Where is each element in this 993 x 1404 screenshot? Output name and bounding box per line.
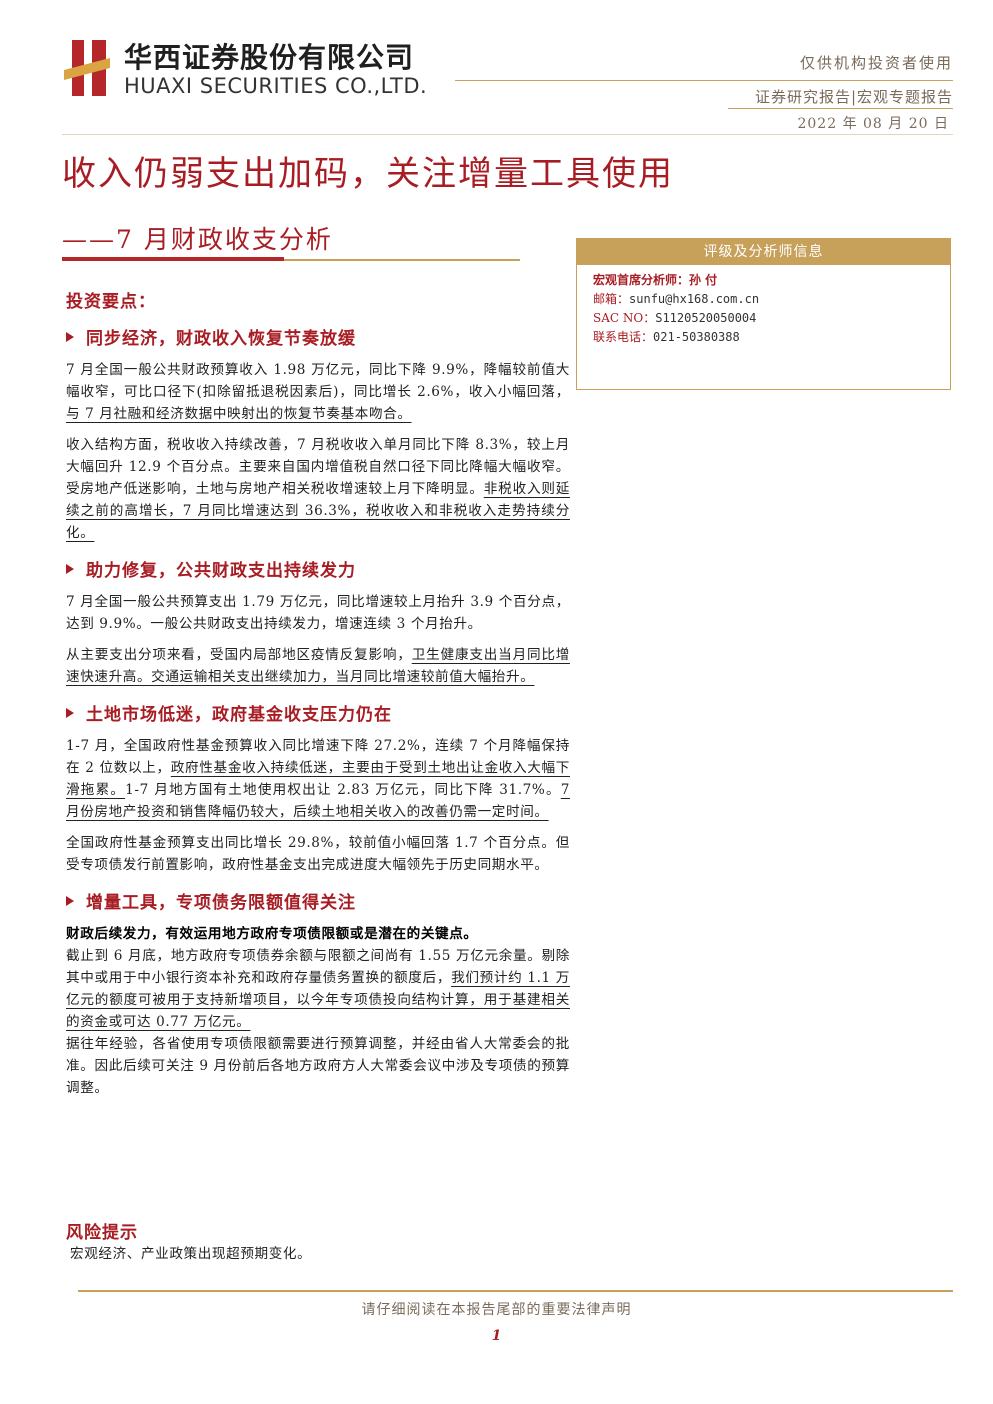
paragraph-highlight: 非税收入则延续之前的高增长，7 月同比增速达到 36.3%，税收收入和非税收入走… bbox=[66, 481, 570, 541]
risk-heading: 风险提示 bbox=[66, 1223, 138, 1243]
paragraph: 截止到 6 月底，地方政府专项债券余额与限额之间尚有 1.55 万亿元余量。剔除… bbox=[66, 945, 570, 1033]
paragraph-highlight: 卫生健康支出当月同比增速快速升高。交通运输相关支出继续加力，当月同比增速较前值大… bbox=[66, 647, 570, 685]
footer-divider bbox=[78, 1290, 953, 1292]
paragraph-bold-lead: 财政后续发力，有效运用地方政府专项债限额或是潜在的关键点。 bbox=[66, 926, 478, 942]
header-bottom-line bbox=[62, 134, 953, 135]
paragraph-text: 1-7 月，全国政府性基金预算收入同比增速下降 27.2%，连续 7 个月降幅保… bbox=[66, 738, 570, 776]
paragraph-text: 截止到 6 月底，地方政府专项债券余额与限额之间尚有 1.55 万亿元余量。剔除… bbox=[66, 948, 570, 986]
header-divider-2 bbox=[728, 108, 953, 109]
paragraph-text: 从主要支出分项来看，受国内局部地区疫情反复影响， bbox=[66, 647, 412, 663]
company-name-cn: 华西证券股份有限公司 bbox=[124, 41, 415, 74]
section-heading: 土地市场低迷，政府基金收支压力仍在 bbox=[66, 700, 570, 725]
report-subtitle: ——7 月财政收支分析 bbox=[62, 225, 333, 254]
paragraph-text: 1-7 月地方国有土地使用权出让 2.83 万亿元，同比下降 31.7%。 bbox=[125, 782, 561, 798]
section-heading-text: 增量工具，专项债务限额值得关注 bbox=[86, 893, 356, 913]
report-title: 收入仍弱支出加码，关注增量工具使用 bbox=[62, 154, 674, 194]
paragraph-lead: 财政后续发力，有效运用地方政府专项债限额或是潜在的关键点。 bbox=[66, 923, 570, 945]
report-date: 2022 年 08 月 20 日 bbox=[797, 116, 949, 132]
page-number: 1 bbox=[491, 1328, 502, 1344]
paragraph-highlight: 与 7 月社融和经济数据中映射出的恢复节奏基本吻合。 bbox=[66, 406, 412, 422]
risk-text: 宏观经济、产业政策出现超预期变化。 bbox=[70, 1246, 312, 1262]
section-heading-text: 助力修复，公共财政支出持续发力 bbox=[86, 561, 356, 581]
triangle-bullet-icon bbox=[66, 563, 74, 574]
paragraph-text: 全国政府性基金预算支出同比增长 29.8%，较前值小幅回落 1.7 个百分点。但… bbox=[66, 835, 570, 873]
triangle-bullet-icon bbox=[66, 707, 74, 718]
analyst-email[interactable]: sunfu@hx168.com.cn bbox=[629, 292, 760, 306]
email-label: 邮箱： bbox=[593, 292, 630, 306]
sac-label: SAC NO： bbox=[593, 311, 656, 325]
paragraph: 全国政府性基金预算支出同比增长 29.8%，较前值小幅回落 1.7 个百分点。但… bbox=[66, 832, 570, 876]
paragraph: 1-7 月，全国政府性基金预算收入同比增速下降 27.2%，连续 7 个月降幅保… bbox=[66, 735, 570, 823]
audience-disclaimer: 仅供机构投资者使用 bbox=[799, 54, 953, 72]
analyst-email-row: 邮箱：sunfu@hx168.com.cn bbox=[593, 290, 934, 309]
paragraph-text: 7 月全国一般公共预算支出 1.79 万亿元，同比增速较上月抬升 3.9 个百分… bbox=[66, 594, 570, 632]
key-points-column: 投资要点： 同步经济，财政收入恢复节奏放缓 7 月全国一般公共财政预算收入 1.… bbox=[66, 287, 570, 1108]
paragraph: 7 月全国一般公共财政预算收入 1.98 万亿元，同比下降 9.9%，降幅较前值… bbox=[66, 359, 570, 425]
section-heading-text: 同步经济，财政收入恢复节奏放缓 bbox=[86, 329, 356, 349]
triangle-bullet-icon bbox=[66, 895, 74, 906]
paragraph-highlight: 7 月份房地产投资和销售降幅仍较大，后续土地相关收入的改善仍需一定时间。 bbox=[66, 782, 570, 820]
key-points-label: 投资要点： bbox=[66, 292, 156, 312]
report-type: 证券研究报告|宏观专题报告 bbox=[754, 88, 953, 106]
analyst-phone-row: 联系电话：021-50380388 bbox=[593, 328, 934, 347]
huaxi-logo-icon bbox=[64, 40, 110, 96]
section-heading: 助力修复，公共财政支出持续发力 bbox=[66, 556, 570, 581]
paragraph: 据往年经验，各省使用专项债限额需要进行预算调整，并经由省人大常委会的批准。因此后… bbox=[66, 1033, 570, 1099]
header-divider bbox=[455, 80, 953, 81]
paragraph: 收入结构方面，税收收入持续改善，7 月税收收入单月同比下降 8.3%，较上月大幅… bbox=[66, 434, 570, 544]
triangle-bullet-icon bbox=[66, 331, 74, 342]
paragraph: 7 月全国一般公共预算支出 1.79 万亿元，同比增速较上月抬升 3.9 个百分… bbox=[66, 591, 570, 635]
paragraph-text: 7 月全国一般公共财政预算收入 1.98 万亿元，同比下降 9.9%，降幅较前值… bbox=[66, 362, 570, 400]
title-rule-gold bbox=[284, 259, 520, 261]
phone-label: 联系电话： bbox=[593, 330, 654, 344]
paragraph-highlight: 政府性基金收入持续低迷，主要由于受到土地出让金收入大幅下滑拖累。 bbox=[66, 760, 570, 798]
analyst-info-box: 评级及分析师信息 宏观首席分析师：孙 付 邮箱：sunfu@hx168.com.… bbox=[576, 238, 951, 390]
paragraph: 从主要支出分项来看，受国内局部地区疫情反复影响，卫生健康支出当月同比增速快速升高… bbox=[66, 644, 570, 688]
section-heading: 同步经济，财政收入恢复节奏放缓 bbox=[66, 324, 570, 349]
company-name-en: HUAXI SECURITIES CO.,LTD. bbox=[124, 74, 428, 98]
section-heading-text: 土地市场低迷，政府基金收支压力仍在 bbox=[86, 705, 392, 725]
analyst-info-heading: 评级及分析师信息 bbox=[577, 239, 950, 265]
analyst-sac: S1120520050004 bbox=[655, 311, 757, 325]
paragraph-text: 据往年经验，各省使用专项债限额需要进行预算调整，并经由省人大常委会的批准。因此后… bbox=[66, 1036, 570, 1096]
analyst-sac-row: SAC NO：S1120520050004 bbox=[593, 309, 934, 328]
paragraph-text: 收入结构方面，税收收入持续改善，7 月税收收入单月同比下降 8.3%，较上月大幅… bbox=[66, 437, 570, 497]
analyst-name: 宏观首席分析师：孙 付 bbox=[593, 273, 718, 287]
analyst-phone: 021-50380388 bbox=[653, 330, 740, 344]
title-rule-red bbox=[62, 257, 284, 261]
paragraph-highlight: 我们预计约 1.1 万亿元的额度可被用于支持新增项目，以今年专项债投向结构计算，… bbox=[66, 970, 570, 1030]
legal-notice: 请仔细阅读在本报告尾部的重要法律声明 bbox=[361, 1302, 632, 1318]
analyst-info-body: 宏观首席分析师：孙 付 邮箱：sunfu@hx168.com.cn SAC NO… bbox=[577, 265, 950, 353]
section-heading: 增量工具，专项债务限额值得关注 bbox=[66, 888, 570, 913]
